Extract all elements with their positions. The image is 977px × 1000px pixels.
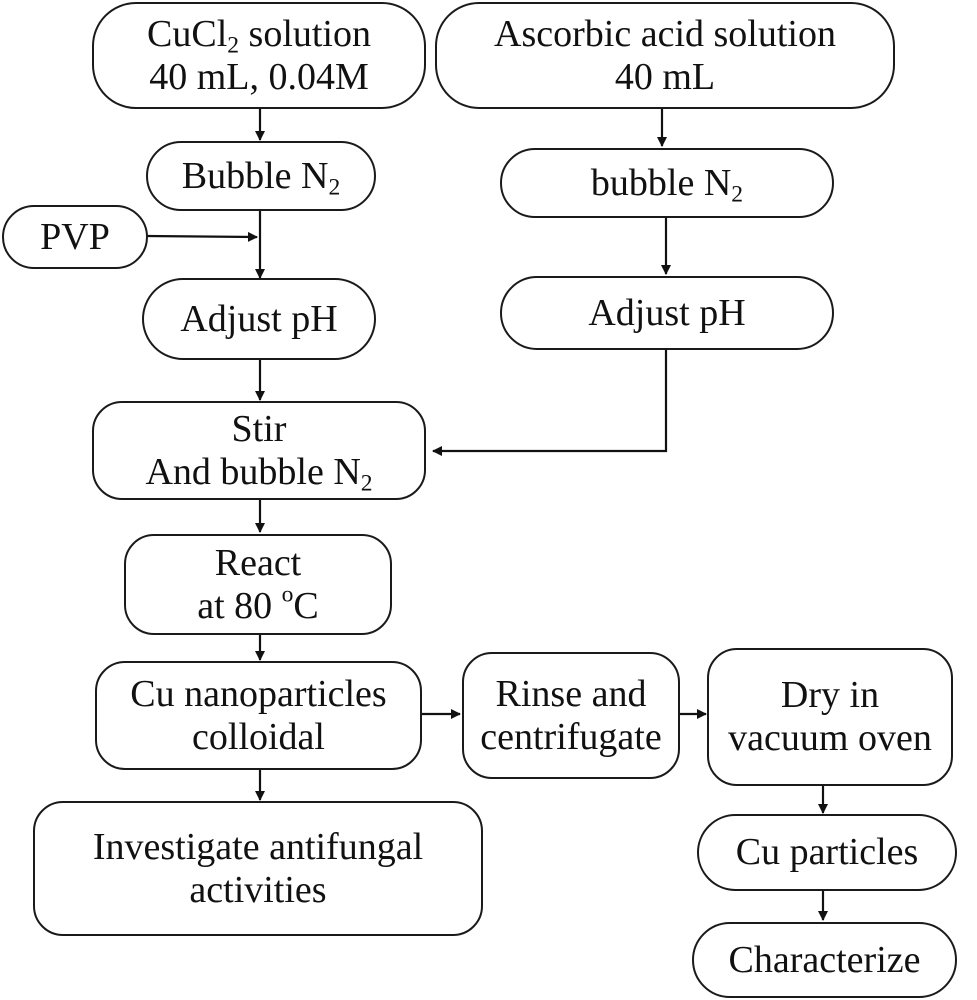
stir-bubble-label: And bubble N — [145, 450, 361, 493]
centrifugate-label: centrifugate — [480, 715, 662, 758]
activities-label: activities — [189, 868, 327, 911]
subscript: 2 — [360, 470, 373, 497]
subscript: 2 — [227, 32, 240, 59]
node-investigate-antifungal: Investigate antifungal activities — [33, 801, 483, 936]
node-pvp: PVP — [2, 205, 148, 269]
arrow-pvp-to-line — [145, 231, 258, 242]
node-bubble-n2-right: bubble N2 — [500, 148, 834, 218]
celsius-unit: C — [293, 584, 319, 627]
cucl2-label: solution — [239, 12, 371, 55]
node-rinse-centrifugate: Rinse and centrifugate — [462, 652, 680, 779]
node-adjust-ph-left: Adjust pH — [142, 278, 376, 360]
react-temp: at 80 — [197, 584, 282, 627]
colloid-label: Cu nanoparticles — [130, 672, 387, 715]
ascorbic-label: Ascorbic acid solution — [494, 12, 836, 55]
dry-label: Dry in — [780, 674, 880, 717]
node-stir-bubble: Stir And bubble N2 — [92, 401, 426, 500]
node-dry-vacuum-oven: Dry in vacuum oven — [707, 648, 953, 786]
cucl2-quantity: 40 mL, 0.04M — [149, 55, 369, 98]
react-label: React — [214, 541, 302, 584]
node-bubble-n2-left: Bubble N2 — [146, 141, 376, 211]
bubble-label: Bubble N — [181, 154, 329, 197]
node-cu-nanoparticles-colloidal: Cu nanoparticles colloidal — [95, 661, 422, 770]
node-ascorbic-acid-solution: Ascorbic acid solution 40 mL — [435, 2, 895, 109]
stir-label: Stir — [231, 407, 287, 450]
node-adjust-ph-right: Adjust pH — [500, 276, 834, 350]
node-characterize: Characterize — [692, 922, 957, 998]
rinse-label: Rinse and — [495, 672, 647, 715]
characterize-label: Characterize — [728, 938, 921, 981]
bubble-label: bubble N — [590, 161, 732, 204]
subscript: 2 — [328, 174, 341, 201]
node-cu-particles: Cu particles — [697, 814, 957, 891]
arrow-adjust-right-to-stir — [432, 348, 668, 456]
cu-particles-label: Cu particles — [735, 831, 919, 874]
antifungal-label: Investigate antifungal — [92, 825, 424, 868]
colloid-sublabel: colloidal — [192, 715, 325, 758]
node-cucl2-solution: CuCl2 solution 40 mL, 0.04M — [92, 2, 426, 109]
cucl2-formula: CuCl — [147, 12, 228, 55]
node-react: React at 80 oC — [124, 534, 392, 635]
vacuum-oven-label: vacuum oven — [728, 717, 932, 759]
adjust-ph-label: Adjust pH — [180, 297, 338, 340]
pvp-label: PVP — [40, 215, 110, 258]
subscript: 2 — [731, 181, 744, 208]
adjust-ph-label: Adjust pH — [588, 291, 746, 334]
degree-symbol: o — [281, 581, 294, 608]
ascorbic-quantity: 40 mL — [614, 55, 716, 98]
